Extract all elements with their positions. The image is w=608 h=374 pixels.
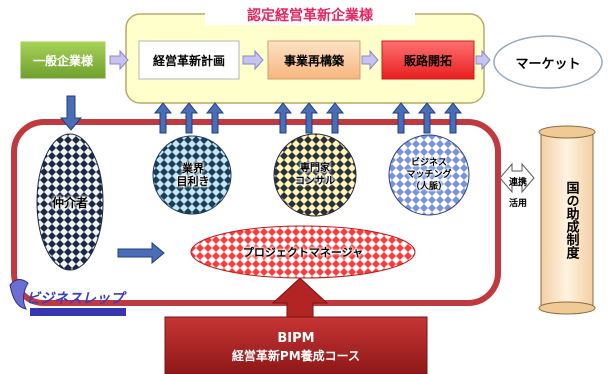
industry-expert-circle [152, 135, 232, 215]
up-arrow [417, 102, 437, 134]
up-arrow [205, 102, 225, 134]
project-manager-label: プロジェクトマネージャ [242, 246, 364, 259]
consultant-line-2: コンサル [295, 176, 335, 187]
consultant-circle [273, 133, 357, 217]
business-plan-box [138, 40, 240, 80]
up-arrow [391, 102, 411, 134]
cooperation-line-1: 連携 [508, 177, 527, 188]
intermediary-label: 仲介者 [51, 195, 88, 210]
bipm-box [164, 316, 428, 374]
flow-arrows [109, 49, 491, 71]
flow-arrow-2 [242, 49, 264, 71]
down-arrow [59, 95, 83, 131]
industry-expert-label: 業界 目利き [155, 160, 231, 190]
consultant-line-1: 専門家 [300, 163, 330, 174]
up-arrow [299, 102, 319, 134]
pm-oval [190, 225, 416, 279]
grant-scroll [538, 125, 596, 315]
bipm-up-arrow [271, 277, 329, 318]
industry-expert-line-2: 目利き [176, 175, 210, 188]
matching-line-1: ビジネス [410, 158, 447, 168]
up-arrow [179, 102, 199, 134]
cooperation-line-2: 活用 [508, 198, 527, 209]
sales-channel-box [381, 40, 475, 80]
restructuring-label: 事業再構築 [283, 53, 344, 68]
up-arrow [153, 102, 173, 134]
flow-arrow-4 [475, 49, 491, 71]
intermediary-oval [36, 133, 104, 271]
business-plan-label: 経営革新計画 [152, 53, 225, 68]
pm-arrow [117, 241, 165, 265]
matching-circle [388, 134, 470, 216]
page-title: 認定経営革新企業様 [205, 5, 415, 25]
up-arrow [325, 102, 345, 134]
bipm-subtitle: 経営革新PM養成コース [231, 348, 361, 363]
market-ellipse [493, 35, 603, 89]
matching-line-3: （人脈） [410, 182, 447, 192]
matching-label: ビジネス マッチング （人脈） [390, 154, 468, 196]
bipm-title: BIPM [277, 330, 315, 346]
industry-expert-line-1: 業界 [182, 162, 204, 175]
logo-text: ビジネスレップ [26, 291, 124, 307]
up-arrow [443, 102, 463, 134]
flow-arrow-1 [109, 49, 129, 71]
cooperation-arrow [499, 162, 535, 194]
sales-channel-label: 販路開拓 [403, 53, 452, 68]
up-arrows [153, 102, 463, 134]
matching-line-2: マッチング [406, 170, 452, 180]
market-label: マーケット [515, 56, 581, 72]
up-arrow [273, 102, 293, 134]
grant-system-label: 国の助成制度 [563, 181, 579, 259]
restructuring-box [267, 40, 361, 80]
flow-arrow-3 [361, 49, 379, 71]
consultant-label: 専門家 コンサル [272, 160, 358, 190]
general-company-label: 一般企業様 [32, 53, 93, 68]
general-company-box [19, 40, 107, 80]
support-frame [11, 119, 501, 306]
logo-mark [9, 279, 126, 316]
